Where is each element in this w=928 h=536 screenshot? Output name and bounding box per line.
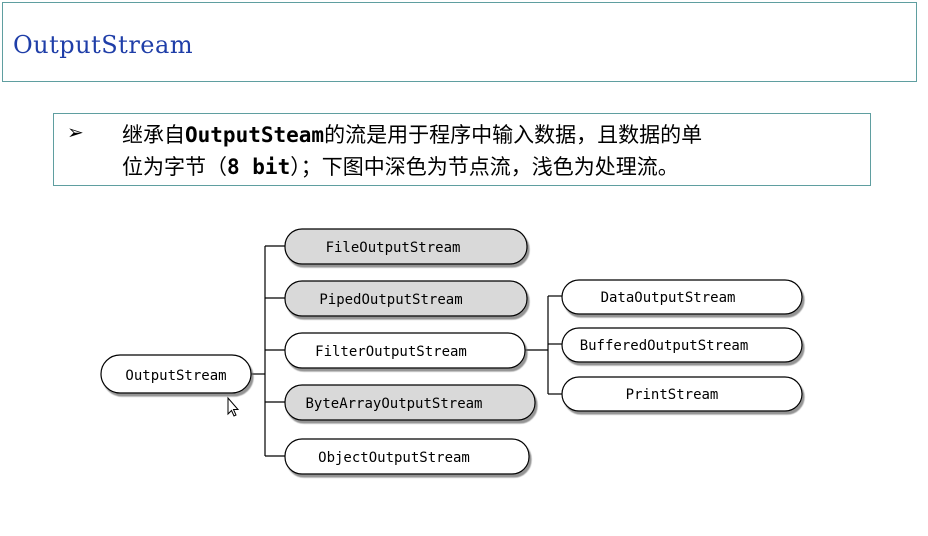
node-label: FilterOutputStream [315, 344, 467, 360]
node-fileoutputstream: FileOutputStream [284, 228, 528, 265]
node-bufferedoutputstream: BufferedOutputStream [561, 327, 803, 363]
node-printstream: PrintStream [561, 376, 803, 412]
note-text: ）；下图中深色为节点流，浅色为处理流。 [290, 155, 679, 179]
node-objectoutputstream: ObjectOutputStream [284, 438, 530, 475]
connector-lines [250, 245, 562, 457]
note-box: ➢ 继承自OutputSteam的流是用于程序中输入数据，且数据的单 位为字节（… [53, 113, 871, 186]
note-text: 继承自 [122, 123, 185, 147]
node-label: PipedOutputStream [319, 292, 462, 308]
note-text: 位为字节（ [122, 155, 227, 179]
node-label: PrintStream [626, 387, 719, 403]
note-code: 8 bit [227, 155, 291, 179]
node-label: DataOutputStream [601, 290, 736, 306]
node-label: OutputStream [125, 368, 226, 384]
node-filteroutputstream: FilterOutputStream [284, 332, 526, 369]
page-title: OutputStream [13, 31, 194, 59]
title-frame: OutputStream [2, 2, 917, 82]
mouse-pointer-icon [227, 396, 240, 417]
node-dataoutputstream: DataOutputStream [561, 279, 803, 315]
bullet-arrow-icon: ➢ [67, 120, 84, 144]
note-code: OutputSteam [185, 123, 325, 147]
node-label: ObjectOutputStream [318, 450, 470, 466]
node-bytearrayoutputstream: ByteArrayOutputStream [284, 384, 536, 421]
note-line-2: 位为字节（8 bit）；下图中深色为节点流，浅色为处理流。 [122, 151, 679, 181]
note-line-1: 继承自OutputSteam的流是用于程序中输入数据，且数据的单 [122, 119, 702, 149]
node-label: FileOutputStream [326, 240, 461, 256]
node-outputstream: OutputStream [100, 354, 252, 394]
node-label: BufferedOutputStream [580, 338, 749, 354]
node-label: ByteArrayOutputStream [305, 396, 482, 412]
node-pipedoutputstream: PipedOutputStream [284, 280, 528, 317]
note-text: 的流是用于程序中输入数据，且数据的单 [324, 123, 703, 147]
